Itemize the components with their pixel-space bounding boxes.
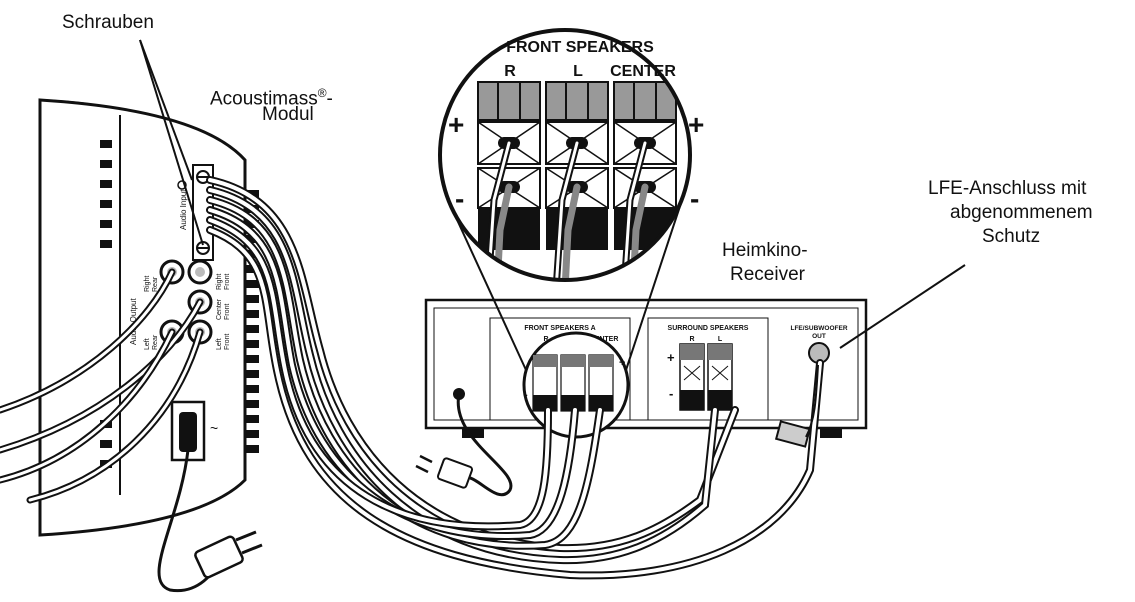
module-registered-mark: ®	[317, 86, 327, 100]
surround-minus: -	[669, 386, 673, 401]
speaker-cable-bundle	[206, 176, 824, 580]
module-callout-line2: Modul	[262, 104, 314, 125]
audio-output-label: Audio Output	[129, 298, 138, 345]
lfe-protective-cap	[774, 364, 819, 448]
left-rear-label-2: Rear	[152, 334, 159, 350]
center-front-label-1: Center	[216, 298, 223, 320]
mag-center-label: CENTER	[610, 63, 676, 80]
right-rear-label-1: Right	[144, 276, 151, 292]
lfe-callout-line1: LFE-Anschluss mit	[928, 178, 1087, 199]
receiver-front-minus: -	[524, 389, 528, 401]
surround-terminals	[679, 343, 733, 411]
module-name: Acoustimass	[210, 88, 318, 110]
lfe-receiver-label-1: LFE/SUBWOOFER	[790, 325, 847, 332]
mag-l-label: L	[573, 63, 583, 80]
output-cables	[0, 268, 204, 504]
screws-leader-2	[139, 39, 204, 246]
lfe-callout-line3: Schutz	[982, 226, 1041, 247]
magnified-front-speakers: FRONT SPEAKERS R L CENTER + + - -	[438, 28, 704, 282]
screws-leader-1	[139, 39, 193, 181]
surround-l-label: L	[718, 336, 723, 343]
zoom-line-left	[447, 199, 527, 371]
mag-title: FRONT SPEAKERS	[506, 39, 654, 56]
acoustimass-module: Audio Input Audio Output Right Rear Left…	[38, 98, 259, 537]
right-front-label-2: Front	[224, 274, 231, 290]
front-r-label: R	[543, 336, 548, 343]
surround-speakers-label: SURROUND SPEAKERS	[668, 325, 749, 332]
audio-input-label: Audio Input	[179, 189, 188, 230]
mag-minus-left: -	[455, 183, 464, 214]
right-front-label-1: Right	[216, 274, 223, 290]
mag-r-label: R	[504, 63, 516, 80]
mag-terminal-center	[613, 81, 677, 250]
mag-plus-left: +	[448, 109, 464, 140]
receiver-callout-line1: Heimkino-	[722, 240, 808, 261]
zoom-line-right	[625, 199, 683, 371]
left-front-label-1: Left	[216, 338, 223, 350]
left-rear-label-1: Left	[144, 338, 151, 350]
home-theater-receiver: FRONT SPEAKERS A R L CENTER SURROUND SPE…	[424, 298, 868, 439]
power-symbol: ~	[210, 420, 218, 436]
lfe-callout-line2: abgenommenem	[950, 202, 1093, 223]
mag-minus-right: -	[690, 183, 699, 214]
screws-callout: Schrauben	[62, 12, 154, 33]
receiver-callout-line2: Receiver	[730, 264, 805, 285]
module-dash: -	[326, 88, 333, 110]
center-front-label-2: Front	[224, 304, 231, 320]
mag-plus-right: +	[688, 109, 704, 140]
receiver-front-terminals	[532, 354, 614, 412]
surround-plus: +	[667, 350, 675, 365]
right-rear-label-2: Rear	[152, 276, 159, 292]
surround-r-label: R	[689, 336, 694, 343]
module-callout-line1: Acoustimass®-	[210, 82, 333, 110]
receiver-power-cord	[415, 393, 513, 497]
left-front-label-2: Front	[224, 334, 231, 350]
lfe-receiver-label-2: OUT	[812, 333, 826, 340]
receiver-front-plus: +	[619, 357, 625, 369]
front-speakers-a-label: FRONT SPEAKERS A	[524, 325, 595, 332]
lfe-leader	[839, 264, 966, 349]
module-power-cord	[157, 449, 263, 593]
